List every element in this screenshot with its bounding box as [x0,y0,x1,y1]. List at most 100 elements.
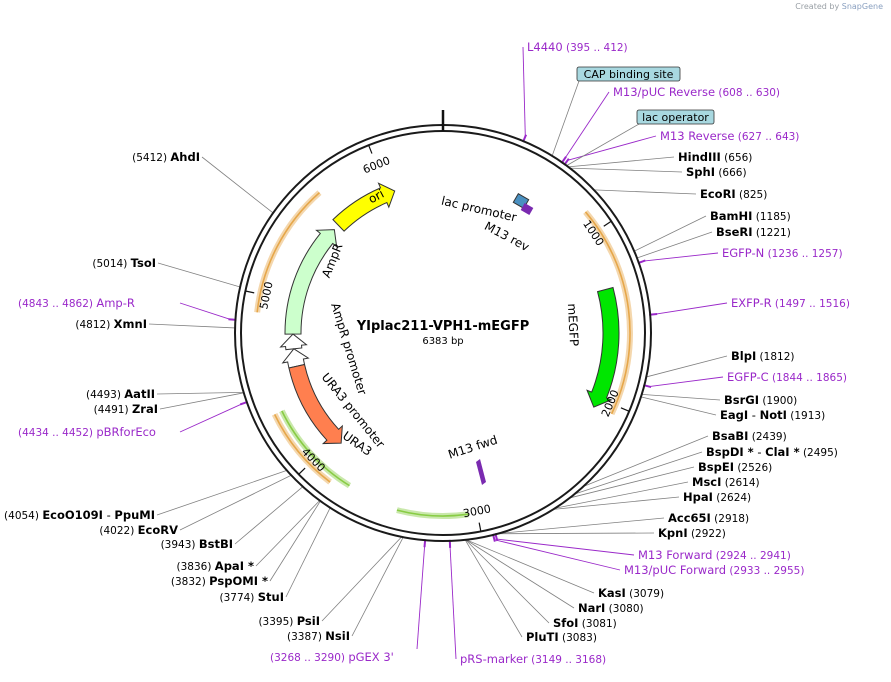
box-cap-binding-site[interactable] [576,66,681,82]
site-pos: (1913) [787,410,825,422]
primer-leader-m13-forward [496,538,635,556]
box-label-cap-binding-site: CAP binding site [584,68,674,81]
site-nsii[interactable]: (3387) NsiI [287,629,350,643]
primer-range: (2933 .. 2955) [726,565,804,577]
primer-prs-marker[interactable]: pRS-marker (3149 .. 3168) [460,652,606,666]
site-bsabi[interactable]: BsaBI (2439) [712,429,787,443]
site-psii[interactable]: (3395) PsiI [258,614,320,628]
site-bstbi[interactable]: (3943) BstBI [161,537,233,551]
primer-pbrforeco[interactable]: (4434 .. 4452) pBRforEco [18,425,156,439]
primer-exfp-r[interactable]: EXFP-R (1497 .. 1516) [731,296,850,310]
megfp-feature[interactable] [586,286,620,408]
primer-leader-m13-puc-forward [494,539,621,571]
site-blpi[interactable]: BlpI (1812) [731,349,794,363]
site-name: ApaI * [215,559,254,573]
site-aatii[interactable]: (4493) AatII [86,387,155,401]
primer-amp-r[interactable]: (4843 .. 4862) Amp-R [18,296,135,310]
ampr-feature[interactable] [284,229,338,335]
site-pluti[interactable]: PluTI (3083) [526,630,597,644]
site-name: AhdI [170,150,200,164]
primer-l4440[interactable]: L4440 (395 .. 412) [527,40,628,54]
site-pos: (825) [736,189,768,201]
ura3-promoter-feature[interactable] [281,348,310,369]
primer-egfp-c[interactable]: EGFP-C (1844 .. 1865) [727,370,847,384]
primer-leader-m13-puc-reverse [564,91,610,159]
site-zrai[interactable]: (4491) ZraI [94,402,158,416]
tick-4000 [298,467,306,475]
tick-1000 [603,220,612,227]
primer-m13-puc-forward[interactable]: M13/pUC Forward (2933 .. 2955) [624,563,804,577]
site-pos: (3083) [559,632,597,644]
site-xmni[interactable]: (4812) XmnI [75,317,147,331]
site-pos: (3943) [161,539,199,551]
primer-pgex-3[interactable]: (3268 .. 3290) pGEX 3' [270,650,394,664]
box-lac-operator[interactable] [636,109,715,125]
site-name: EcoRV [138,523,178,537]
site-ecorv[interactable]: (4022) EcoRV [99,523,178,537]
site-sphi[interactable]: SphI (666) [686,165,747,179]
site-pos: (2439) [748,431,786,443]
site-ecoo109i[interactable]: (4054) EcoO109I - PpuMI [4,508,155,522]
site-bspei[interactable]: BspEI (2526) [698,460,772,474]
leader-lines [148,46,728,660]
site-hindiii[interactable]: HindIII (656) [678,150,752,164]
snapgene-watermark: Created by SnapGene [795,2,883,11]
primer-m13-forward[interactable]: M13 Forward (2924 .. 2941) [638,548,791,562]
site-pos: (4491) [94,404,132,416]
primer-range: (3268 .. 3290) [270,652,348,664]
site-labels[interactable]: (5412) AhdI (5014) TsoI (4812) XmnI (4493) … [4,40,850,666]
site-pspomi[interactable]: (3832) PspOMI * [171,574,268,588]
primer-egfp-n[interactable]: EGFP-N (1236 .. 1257) [722,246,843,260]
site-nari[interactable]: NarI (3080) [578,601,644,615]
site-eagi[interactable]: EagI - NotI (1913) [720,408,825,422]
site-stui[interactable]: (3774) StuI [219,590,284,604]
site-sfoi[interactable]: SfoI (3081) [553,616,617,630]
primer-leader-prs-marker [449,545,457,660]
site-bseri[interactable]: BseRI (1221) [716,225,791,239]
ori-feature[interactable] [332,182,396,232]
primer-m13-reverse[interactable]: M13 Reverse (627 .. 643) [660,129,799,143]
site-kasi[interactable]: KasI (3079) [598,586,664,600]
feature-arc-core-3 [396,509,469,517]
leader-acc65i [498,517,665,534]
primer-range: (1497 .. 1516) [772,298,850,310]
primer-leader-pbrforeco [179,403,243,433]
leader-bseri [636,231,713,259]
box-label-lac-operator: lac operator [642,111,709,124]
site-apai[interactable]: (3836) ApaI * [177,559,254,573]
site-bsrgi[interactable]: BsrGI (1900) [724,393,797,407]
leader-bsabi [583,435,709,487]
site-bspdi[interactable]: BspDI * - ClaI * (2495) [706,445,838,459]
leader-hpai [553,496,680,510]
site-name: AatII [124,387,155,401]
feature-arc-core-2 [273,414,331,483]
site-name: NarI [578,601,605,615]
site-pos: (3836) [177,561,215,573]
site-pos: (2526) [734,462,772,474]
site-bamhi[interactable]: BamHI (1185) [710,209,791,223]
site-hpai[interactable]: HpaI (2624) [683,490,751,504]
site-name: BstBI [199,537,233,551]
leader-stui [285,507,331,598]
site-acc65i[interactable]: Acc65I (2918) [668,511,749,525]
leader-xmni [148,323,236,329]
site-name: ZraI [132,402,158,416]
site-pos: (3080) [605,603,643,615]
plasmid-name: YIplac211-VPH1-mEGFP [356,319,530,334]
ura3-feature[interactable] [288,363,343,445]
primer-m13-puc-reverse[interactable]: M13/pUC Reverse (608 .. 630) [613,85,780,99]
primer-range: (2924 .. 2941) [712,550,790,562]
primer-name: M13 Reverse [660,129,734,143]
ampr-promoter-feature[interactable] [279,333,308,351]
primer-range: (4843 .. 4862) [18,298,96,310]
site-pos: (1812) [756,351,794,363]
site-ahdi[interactable]: (5412) AhdI [132,150,200,164]
site-pos: (4493) [86,389,124,401]
site-msci[interactable]: MscI (2614) [692,475,760,489]
primer-name: pBRforEco [96,425,156,439]
site-kpni[interactable]: KpnI (2922) [658,526,726,540]
leader-nari [465,539,575,609]
primer-range: (3149 .. 3168) [528,654,606,666]
site-ecori[interactable]: EcoRI (825) [700,187,767,201]
site-tsoi[interactable]: (5014) TsoI [92,256,156,270]
